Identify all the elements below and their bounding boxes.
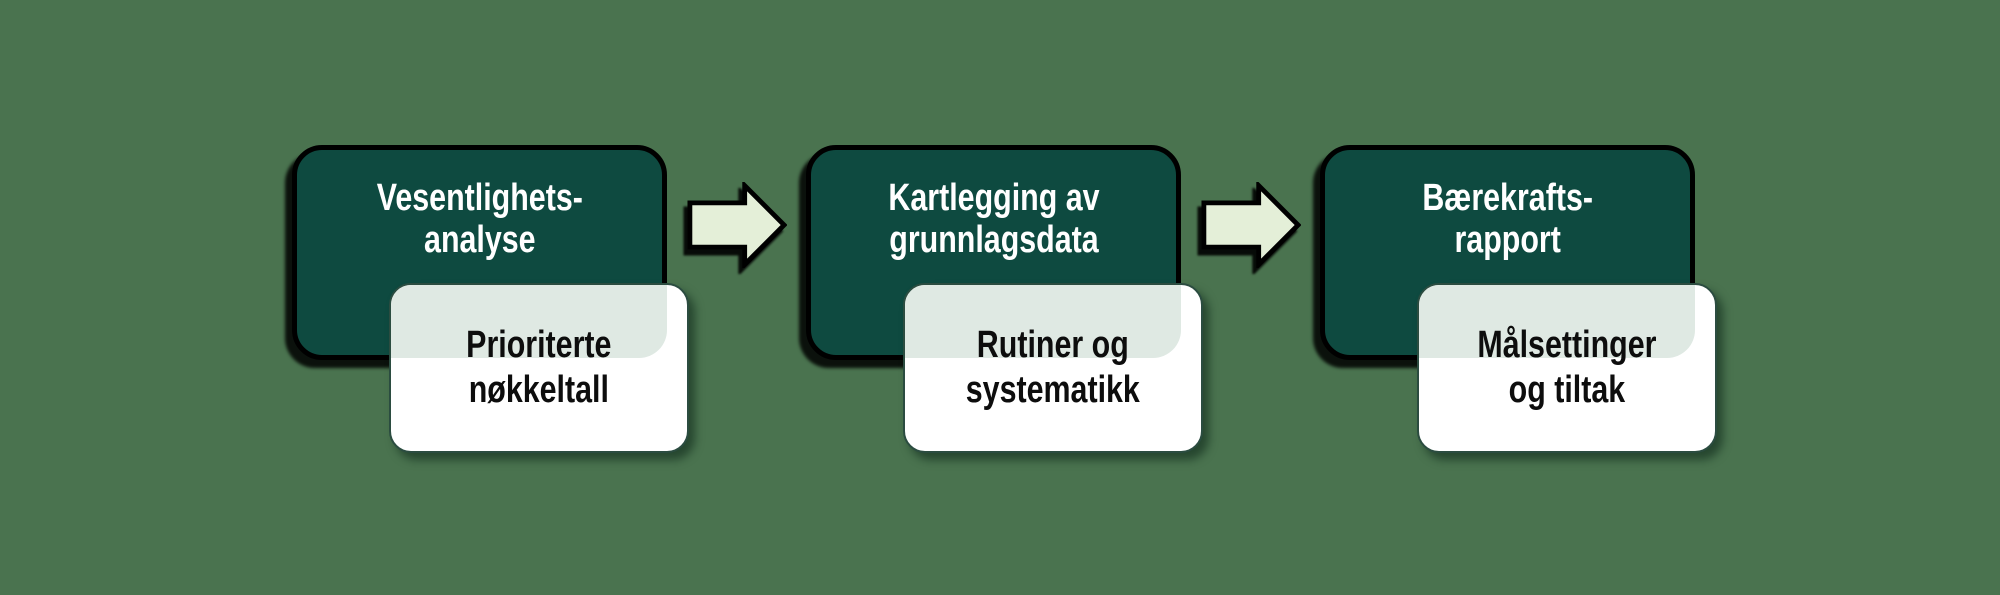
step-title-1: Vesentlighets- analyse [376,177,583,261]
right-block-arrow-icon [1200,182,1301,268]
right-block-arrow-icon [686,182,787,268]
step-title-area-3: Bærekrafts- rapport [1325,150,1690,288]
step-card-text-area-1: Prioriterte nøkkeltall [391,285,687,451]
step-card-1: Prioriterte nøkkeltall [389,283,689,453]
step-card-text-area-2: Rutiner og systematikk [905,285,1201,451]
step-title-area-1: Vesentlighets- analyse [297,150,662,288]
right-block-arrow-shape [1200,182,1301,268]
card-tint-overlay-2 [905,285,1181,358]
process-diagram: Vesentlighets- analyse Prioriterte nøkke… [292,145,1717,453]
step-card-3: Målsettinger og tiltak [1417,283,1717,453]
step-title-2: Kartlegging av grunnlagsdata [887,177,1100,261]
card-tint-overlay-1 [391,285,667,358]
card-tint-overlay-3 [1419,285,1695,358]
step-card-label-2: Rutiner og systematikk [965,324,1141,411]
step-group-1: Vesentlighets- analyse Prioriterte nøkke… [292,145,689,453]
right-block-arrow-shape [686,182,787,268]
step-card-label-3: Målsettinger og tiltak [1477,324,1657,411]
step-group-2: Kartlegging av grunnlagsdata Rutiner og … [806,145,1203,453]
flow-arrow-2 [1181,145,1320,453]
flow-arrow-1 [667,145,806,453]
step-card-label-1: Prioriterte nøkkeltall [466,324,612,411]
step-title-area-2: Kartlegging av grunnlagsdata [811,150,1176,288]
step-group-3: Bærekrafts- rapport Målsettinger og tilt… [1320,145,1717,453]
step-title-3: Bærekrafts- rapport [1422,177,1593,261]
step-card-2: Rutiner og systematikk [903,283,1203,453]
step-card-text-area-3: Målsettinger og tiltak [1419,285,1715,451]
